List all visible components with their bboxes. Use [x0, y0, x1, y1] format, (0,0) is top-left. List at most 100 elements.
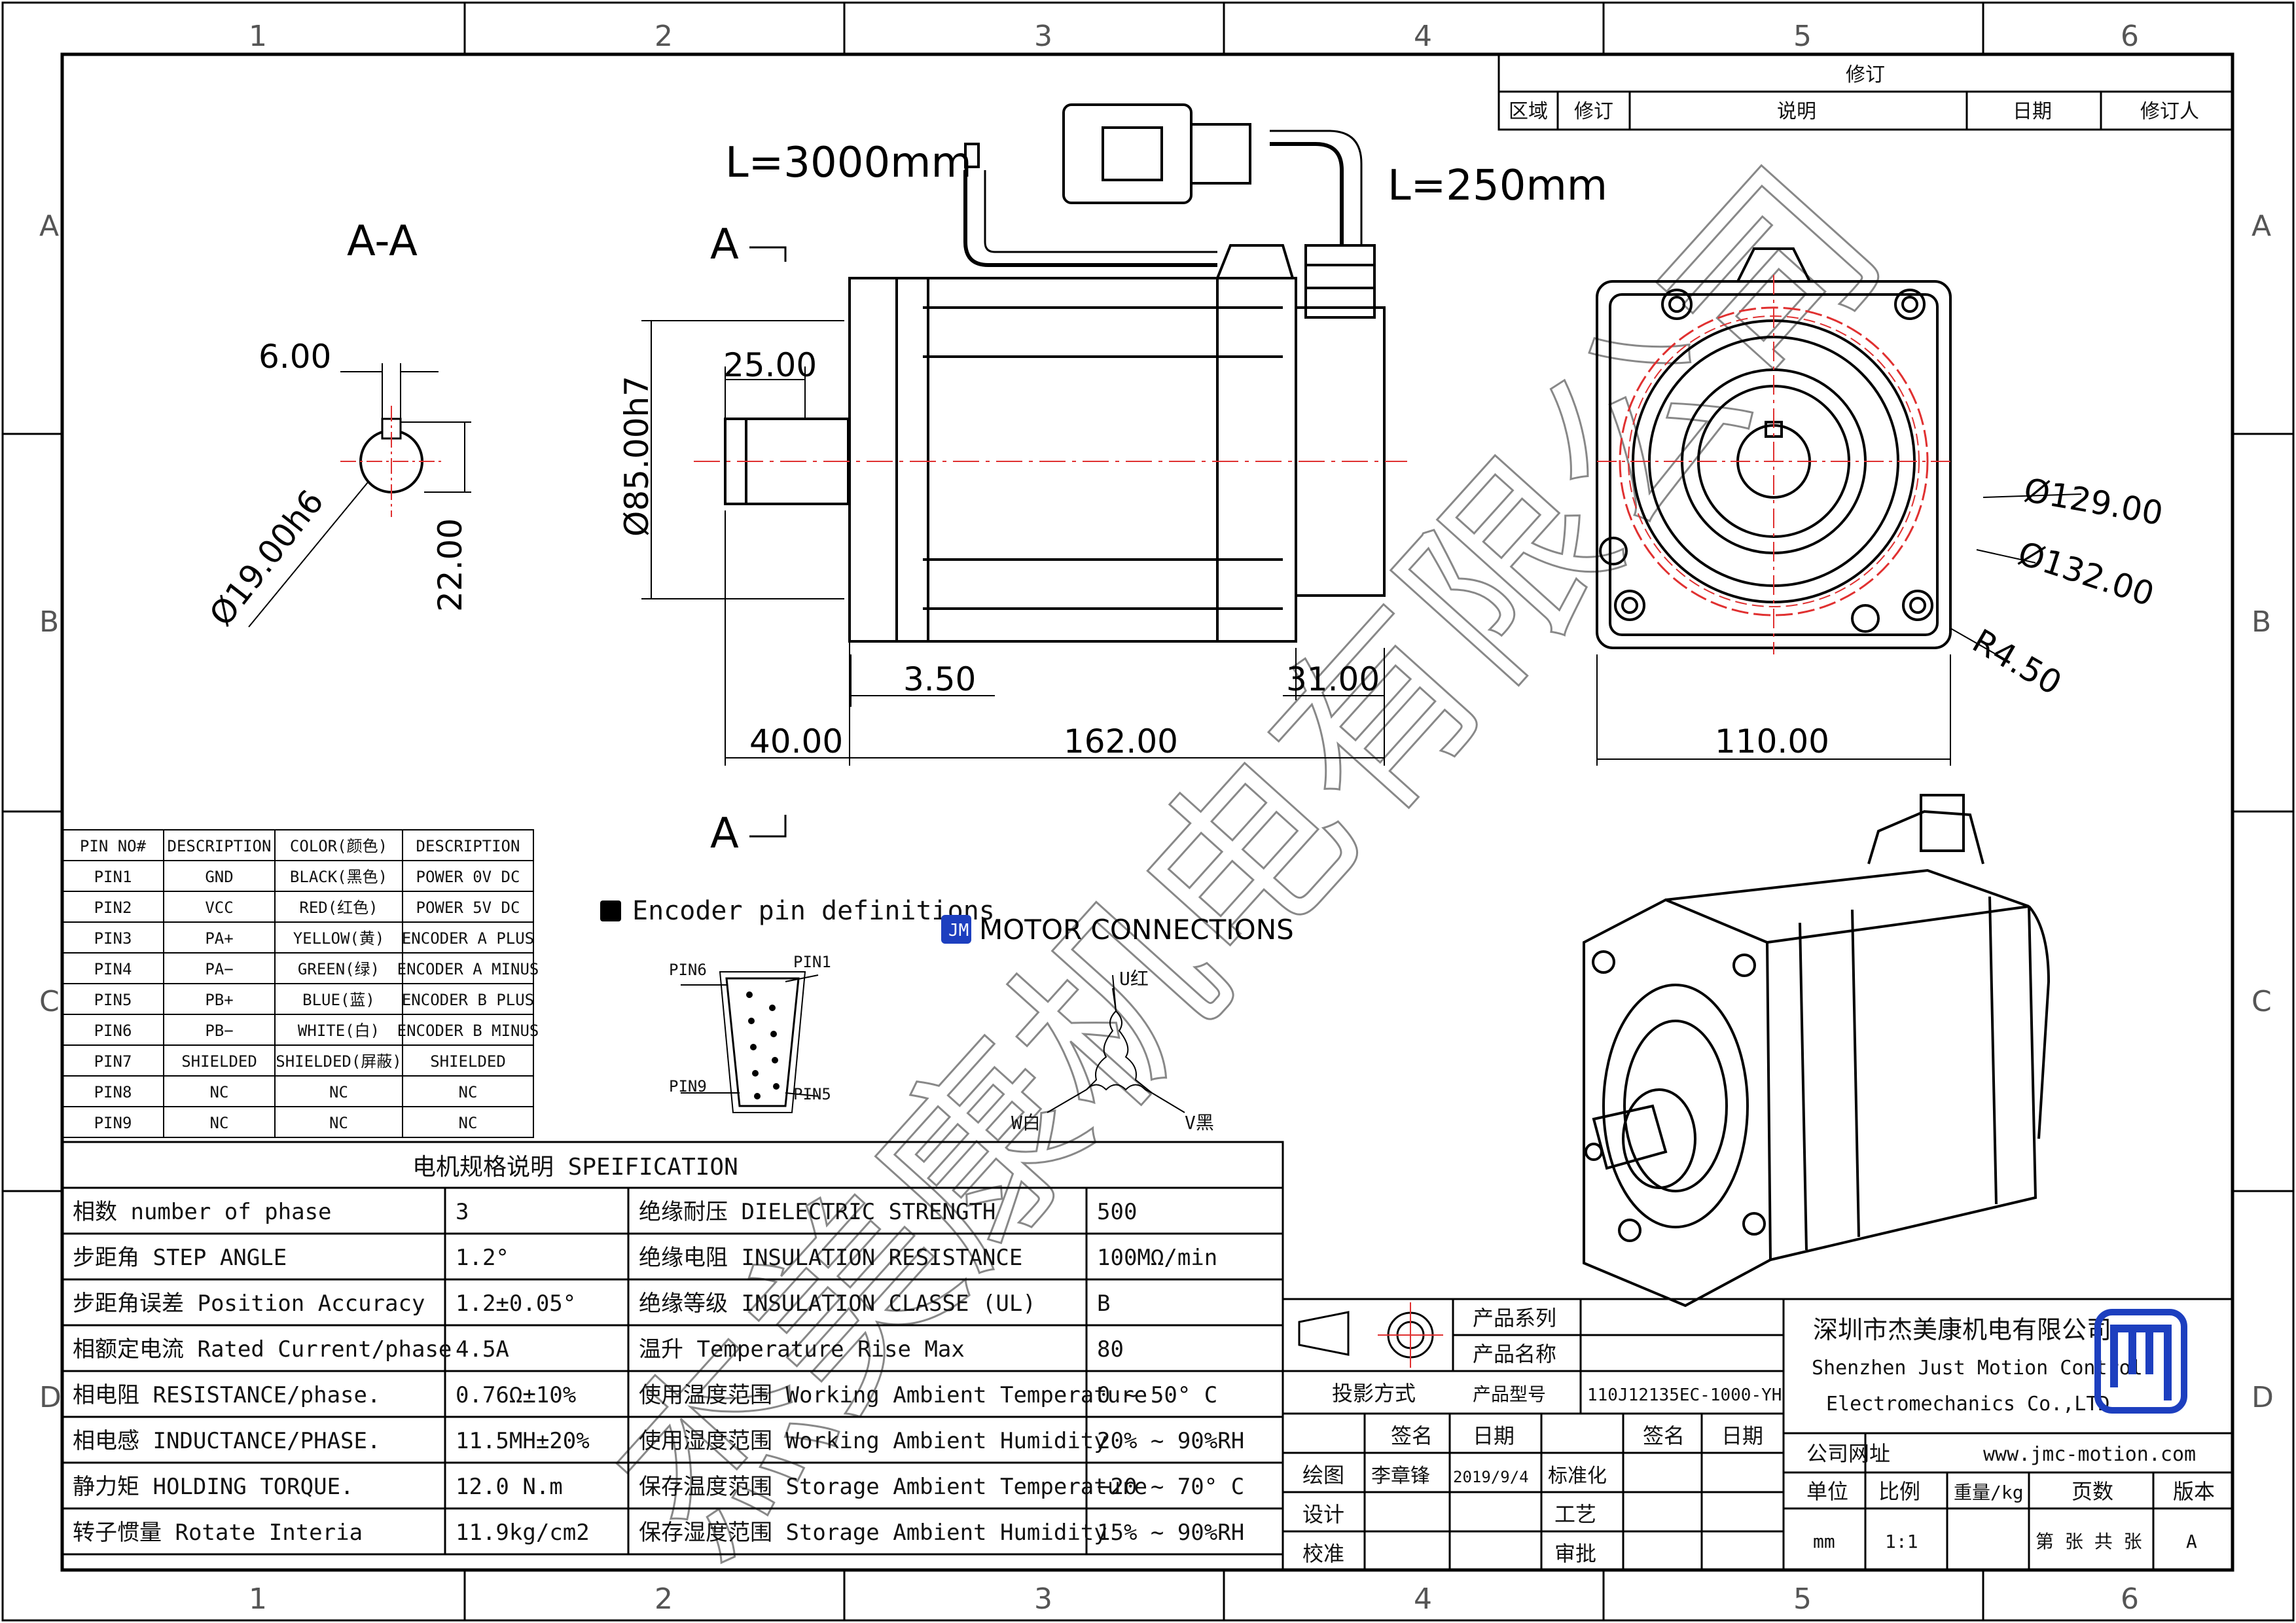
spec-table-cell: 15% ~ 90%RH	[1097, 1520, 1244, 1546]
spec-table-cell: 使用湿度范围 Working Ambient Humidity	[639, 1428, 1107, 1454]
spec-table-cell: 绝缘等级 INSULATION CLASSE (UL)	[639, 1291, 1036, 1317]
spec-table-cell: 11.5MH±20%	[456, 1428, 590, 1454]
pages-value: 第 张 共 张	[2036, 1531, 2142, 1552]
spec-table-cell: 4.5A	[456, 1336, 509, 1363]
pin-table-cell: PIN9	[94, 1114, 132, 1132]
motor-side-view: A L=3000mm L=250mm 25.00 Ø85.00h7 3.50 3…	[618, 103, 1607, 858]
model-value: 110J12135EC-1000-YH	[1587, 1385, 1782, 1405]
spec-table-cell: B	[1097, 1291, 1110, 1317]
spec-table-cell: 1.2±0.05°	[456, 1291, 576, 1317]
label-pin6: PIN6	[669, 961, 707, 979]
pin-table-cell: NC	[210, 1083, 229, 1101]
drawn-date: 2019/9/4	[1453, 1468, 1529, 1486]
spec-table-cell: 12.0 N.m	[456, 1474, 563, 1500]
spec-table-cell: 相电阻 RESISTANCE/phase.	[73, 1382, 380, 1408]
label-standard: 标准化	[1548, 1465, 1607, 1488]
pin-table-cell: PA−	[205, 960, 233, 978]
pin-table-cell: PA+	[205, 929, 233, 948]
revision-col-area: 区域	[1509, 100, 1548, 123]
spec-table-cell: −20 ~ 70° C	[1097, 1474, 1244, 1500]
pin-table-cell: BLACK(黑色)	[290, 868, 387, 886]
jmc-small-logo	[600, 901, 621, 921]
dim-shaft-total: 40.00	[749, 722, 843, 760]
svg-text:2: 2	[655, 1582, 673, 1616]
pin-table-cell: POWER 0V DC	[416, 868, 520, 886]
svg-text:6: 6	[2121, 1582, 2139, 1616]
label-v: V黑	[1185, 1112, 1214, 1133]
label-website: 公司网址	[1806, 1441, 1890, 1466]
dim-key-depth: 22.00	[431, 518, 469, 612]
pin-table-cell: NC	[329, 1083, 348, 1101]
cable-right	[1270, 142, 1344, 245]
pin-table-header: PIN NO#	[80, 837, 147, 855]
scale-value: 1:1	[1885, 1531, 1918, 1552]
pin-table-cell: BLUE(蓝)	[302, 991, 375, 1009]
jmc-logo	[2094, 1309, 2187, 1414]
title-block: 产品系列 产品名称 产品型号 110J12135EC-1000-YH 投影方式 …	[1282, 1298, 2234, 1571]
section-dims	[248, 363, 471, 628]
zone-col-5: 5	[1793, 20, 1812, 53]
zone-row-a: A	[39, 209, 59, 243]
zone-ticks	[3, 3, 2293, 1620]
pin-table-header: DESCRIPTION	[416, 837, 520, 855]
zone-labels: 1 2 3 4 5 6 1 2 3 4 5 6 A B C D A B C D	[39, 20, 2274, 1616]
pin-table-cell: POWER 5V DC	[416, 899, 520, 917]
pin-table-cell: VCC	[205, 899, 233, 917]
db9-connector	[1062, 103, 1193, 204]
label-weight: 重量/kg	[1954, 1482, 2024, 1503]
label-series: 产品系列	[1473, 1306, 1556, 1330]
pin-table-cell: SHIELDED	[181, 1052, 257, 1071]
pin-table-cell: SHIELDED(屏蔽)	[276, 1052, 402, 1071]
pin-table-cell: GREEN(绿)	[298, 960, 380, 978]
pin-table-cell: PIN6	[94, 1022, 132, 1040]
spec-table-cell: 保存温度范围 Storage Ambient Temperature	[639, 1474, 1147, 1500]
company-name-en-2: Electromechanics Co.,LTD	[1826, 1393, 2109, 1416]
cable-left	[963, 170, 1217, 267]
svg-text:1: 1	[249, 1582, 267, 1616]
pin-table-header: COLOR(颜色)	[290, 837, 387, 855]
zone-col-4: 4	[1414, 20, 1432, 53]
svg-text:D: D	[2251, 1381, 2274, 1414]
section-marker-bottom: A	[710, 810, 739, 858]
svg-text:JM: JM	[948, 921, 969, 940]
spec-table-cell: 相电感 INDUCTANCE/PHASE.	[73, 1428, 380, 1454]
revision-col-reviser: 修订人	[2140, 100, 2199, 123]
section-title: A-A	[347, 217, 418, 266]
pin-table-cell: ENCODER B MINUS	[397, 1022, 539, 1040]
spec-table-cell: 温升 Temperature Rise Max	[639, 1336, 965, 1363]
pin-table-cell: WHITE(白)	[298, 1022, 380, 1040]
svg-text:C: C	[2251, 985, 2272, 1018]
spec-table-cell: 相额定电流 Rated Current/phase	[73, 1336, 452, 1363]
motor-iso-view	[1583, 794, 2051, 1308]
pin-table-cell: PIN1	[94, 868, 132, 886]
pin-table-cell: NC	[329, 1114, 348, 1132]
zone-col-2: 2	[655, 20, 673, 53]
pin-table-cell: PB−	[205, 1022, 233, 1040]
unit-value: mm	[1813, 1531, 1835, 1552]
motor-connections: JM MOTOR CONNECTIONS U红 W白 V黑	[941, 914, 1294, 1133]
pin-table-cell: SHIELDED	[430, 1052, 506, 1071]
company-name-en-1: Shenzhen Just Motion Control	[1812, 1357, 2143, 1380]
svg-text:A: A	[2251, 209, 2271, 243]
spec-table-cell: 使用温度范围 Working Ambient Temperature	[639, 1382, 1147, 1408]
revision-col-rev: 修订	[1574, 100, 1613, 123]
section-marker-top: A	[710, 221, 739, 269]
iso-pilot	[1602, 984, 1749, 1228]
pin-table-cell: PB+	[205, 991, 233, 1009]
label-pin1: PIN1	[793, 953, 831, 971]
version-value: A	[2186, 1531, 2197, 1552]
pin-table-cell: YELLOW(黄)	[293, 929, 385, 948]
pin-table-cell: NC	[459, 1114, 478, 1132]
encoder-pin-diagram: Encoder pin definitions PIN6 PIN1 PIN9 P…	[600, 896, 995, 1113]
spec-table-cell: 100MΩ/min	[1097, 1245, 1217, 1271]
label-approve: 审批	[1554, 1541, 1596, 1566]
pin-table-cell: ENCODER B PLUS	[402, 991, 534, 1009]
label-w: W白	[1011, 1112, 1041, 1133]
side-body	[895, 277, 1297, 643]
revision-col-desc: 说明	[1777, 100, 1816, 123]
pin-table-cell: NC	[210, 1114, 229, 1132]
bolt-hole-tr	[1894, 289, 1926, 320]
bolt-hole-br	[1902, 590, 1933, 621]
pin-table-cell: PIN4	[94, 960, 132, 978]
